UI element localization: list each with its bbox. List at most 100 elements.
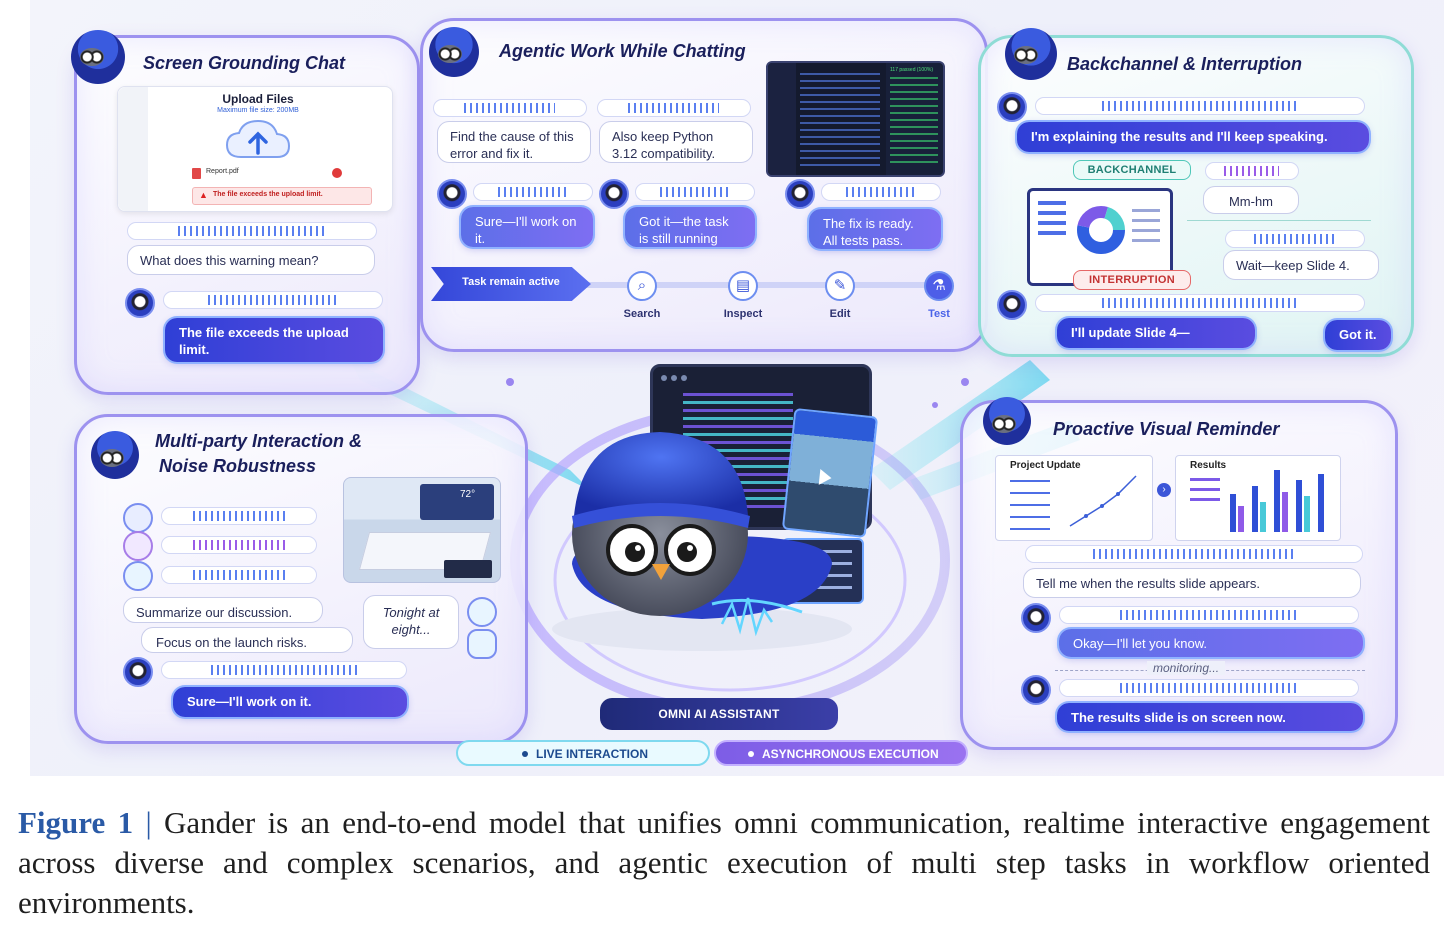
line-chart-icon <box>1069 475 1137 527</box>
upload-sidebar <box>118 87 148 211</box>
user-audio-wave <box>127 222 377 240</box>
figure-caption: Figure 1 | Gander is an end-to-end model… <box>18 803 1430 923</box>
warning-icon: ▲ <box>199 190 208 200</box>
omni-assistant-label: OMNI AI ASSISTANT <box>600 698 838 730</box>
assistant-avatar-icon-1 <box>1021 603 1051 633</box>
assistant-audio-wave <box>161 661 407 679</box>
panel-title: Backchannel & Interruption <box>1067 54 1303 74</box>
live-interaction-pill: LIVE INTERACTION <box>456 740 710 766</box>
tool-label-edit: Edit <box>829 308 851 320</box>
assistant-message-1: I'm explaining the results and I'll keep… <box>1017 122 1369 152</box>
edit-icon[interactable]: ✎ <box>825 271 855 301</box>
assistant-avatar-icon-2 <box>1021 675 1051 705</box>
bar-chart-icon <box>1230 470 1324 532</box>
task-active-arrow: Task remain active <box>431 267 591 301</box>
figure-illustration: Screen Grounding Chat Upload Files Maxim… <box>30 0 1444 776</box>
tv-message: Tonight at eight... <box>363 595 459 649</box>
user-backchannel-message: Mm-hm <box>1203 186 1299 214</box>
assistant-avatar-icon <box>123 657 153 687</box>
slide2-title: Results <box>1190 460 1227 471</box>
upload-subtitle: Maximum file size: 200MB <box>217 107 299 114</box>
assistant-avatar-icon-1 <box>437 179 467 209</box>
penguin-mascot-icon <box>552 432 852 651</box>
assistant-audio-wave-1 <box>473 183 593 201</box>
slide1-title: Project Update <box>1010 460 1081 471</box>
penguin-speaking-icon <box>1005 28 1057 80</box>
assistant-message-1: Sure—I'll work on it. <box>461 207 593 247</box>
panel-proactive: Proactive Visual Reminder Project Update… <box>960 397 1398 750</box>
tv-audio-wave <box>161 566 317 584</box>
user-message-2: Focus on the launch risks. <box>141 627 353 653</box>
upload-title: Upload Files <box>222 92 294 106</box>
tv-screen: 72° <box>420 484 494 520</box>
assistant-audio-wave-1 <box>1035 97 1365 115</box>
assistant-audio-wave-2 <box>635 183 755 201</box>
assistant-avatar-icon-3 <box>785 179 815 209</box>
slide-thumbnail-2: Results <box>1175 455 1341 541</box>
file-row[interactable]: Report.pdf <box>192 167 342 181</box>
speaker-person-icon[interactable] <box>123 503 153 533</box>
live-dot-icon <box>522 751 528 757</box>
speaker1-audio-wave <box>161 507 317 525</box>
error-dot-icon <box>332 168 342 178</box>
speaker-headset-icon[interactable] <box>123 531 153 561</box>
test-flask-icon[interactable]: ⚗ <box>924 271 954 301</box>
interruption-tag: INTERRUPTION <box>1073 270 1191 290</box>
search-icon[interactable]: ⌕ <box>627 271 657 301</box>
assistant-message: The file exceeds the upload limit. <box>165 318 383 362</box>
code-editor-screenshot: 117 passed (100%) <box>766 61 945 177</box>
caption-text: Gander is an end-to-end model that unifi… <box>18 805 1430 920</box>
user-message-2: Also keep Python 3.12 compatibility. <box>599 121 753 163</box>
user-audio-wave-2 <box>597 99 751 117</box>
penguin-mascot-icon <box>71 30 125 84</box>
assistant-avatar-icon <box>125 288 155 318</box>
task-active-label: Task remain active <box>462 276 560 288</box>
file-name: Report.pdf <box>206 168 239 175</box>
assistant-avatar-icon-1 <box>997 92 1027 122</box>
user-audio-wave <box>1025 545 1363 563</box>
panel-backchannel: Backchannel & Interruption I'm explainin… <box>978 28 1414 357</box>
assistant-message-2: The results slide is on screen now. <box>1057 703 1363 731</box>
penguin-laptop-icon <box>429 27 479 77</box>
assistant-avatar-icon-2 <box>997 290 1027 320</box>
slide-thumbnail-1: Project Update <box>995 455 1153 541</box>
user-audio-wave-1 <box>433 99 587 117</box>
panel-title: Proactive Visual Reminder <box>1053 419 1280 439</box>
panel-title-line2: Noise Robustness <box>159 456 317 476</box>
caption-separator: | <box>145 805 152 840</box>
cloud-upload-icon <box>225 119 291 158</box>
caption-lead: Figure 1 <box>18 805 134 840</box>
panel-title-line1: Multi-party Interaction & <box>155 431 363 451</box>
inspect-icon[interactable]: ▤ <box>728 271 758 301</box>
assistant-message-2: I'll update Slide 4— <box>1057 318 1255 348</box>
panel-title: Screen Grounding Chat <box>143 53 346 73</box>
panel-screen-grounding: Screen Grounding Chat Upload Files Maxim… <box>71 30 420 395</box>
penguin-group-icon <box>91 431 139 479</box>
async-dot-icon <box>748 751 754 757</box>
panel-agentic-work: Agentic Work While Chatting Find the cau… <box>420 18 988 352</box>
assistant-audio-wave-2 <box>1059 679 1359 697</box>
meeting-photo: 72° <box>343 477 501 583</box>
tv-source-icon <box>467 597 497 627</box>
user-message-1: Summarize our discussion. <box>123 597 323 623</box>
speaker2-audio-wave <box>161 536 317 554</box>
tool-label-test: Test <box>928 308 950 320</box>
divider-line <box>1187 220 1371 221</box>
tv-temperature: 72° <box>460 489 476 500</box>
error-banner: ▲ The file exceeds the upload limit. <box>192 187 372 205</box>
user-backchannel-wave <box>1205 162 1299 180</box>
tests-badge: 117 passed (100%) <box>890 67 933 73</box>
assistant-message-3: The fix is ready. All tests pass. <box>809 209 941 249</box>
speaker-tv-icon[interactable] <box>123 561 153 591</box>
assistant-message: Sure—I'll work on it. <box>173 687 407 717</box>
error-text: The file exceeds the upload limit. <box>213 191 323 198</box>
user-interrupt-wave <box>1225 230 1365 248</box>
monitoring-label: monitoring... <box>1147 661 1226 675</box>
live-interaction-label: LIVE INTERACTION <box>536 747 649 761</box>
panel-title: Agentic Work While Chatting <box>499 41 746 61</box>
tool-label-search: Search <box>623 308 661 320</box>
user-message: What does this warning mean? <box>127 245 375 275</box>
arrow-right-icon: › <box>1157 483 1171 497</box>
assistant-audio-wave-2 <box>1035 294 1365 312</box>
audio-pulse-icon <box>467 629 497 659</box>
